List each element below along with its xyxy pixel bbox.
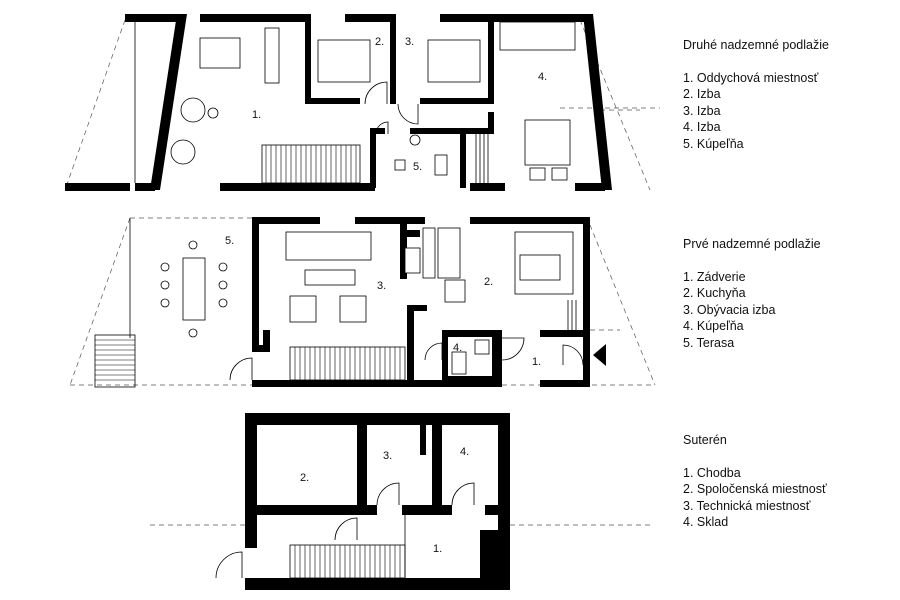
basement-plan bbox=[150, 413, 650, 590]
room-number-label: 5. bbox=[413, 161, 422, 173]
second-floor-room-labels: 1. 2. 3. 4. 5. bbox=[252, 36, 547, 173]
room-number-label: 4. bbox=[453, 342, 462, 354]
room-list-item: 4. Kúpeľňa bbox=[683, 319, 744, 333]
room-list-item: 4. Sklad bbox=[683, 515, 729, 529]
room-list-item: 5. Terasa bbox=[683, 335, 735, 350]
room-list: 1. Chodba 2. Spoločenská miestnosť 3. Te… bbox=[683, 465, 827, 531]
room-number-label: 4. bbox=[538, 71, 547, 83]
room-number-label: 2. bbox=[300, 472, 309, 484]
second-floor-legend: Druhé nadzemné podlažie 1. Oddychová mie… bbox=[683, 37, 829, 152]
room-list: 1. Oddychová miestnosť 2. Izba 3. Izba 4… bbox=[683, 70, 829, 153]
room-list-item: 3. Technická miestnosť bbox=[683, 498, 811, 513]
room-list-item: 5. Kúpeľňa bbox=[683, 136, 744, 151]
legend-title: Druhé nadzemné podlažie bbox=[683, 38, 829, 52]
room-number-label: 1. bbox=[252, 109, 261, 121]
legend-title: Suterén bbox=[683, 433, 727, 447]
room-list-item: 4. Izba bbox=[683, 120, 721, 134]
room-number-label: 3. bbox=[405, 36, 414, 48]
first-floor-room-labels: 1. 2. 3. 4. 5. bbox=[225, 235, 541, 368]
legend-title: Prvé nadzemné podlažie bbox=[683, 237, 821, 251]
second-floor-plan bbox=[64, 14, 660, 191]
room-list-item: 1. Zádverie bbox=[683, 269, 746, 284]
room-list-item: 3. Obývacia izba bbox=[683, 302, 776, 317]
room-list-item: 2. Kuchyňa bbox=[683, 286, 746, 300]
room-list-item: 1. Chodba bbox=[683, 465, 741, 480]
first-floor-legend: Prvé nadzemné podlažie 1. Zádverie 2. Ku… bbox=[683, 236, 821, 351]
room-number-label: 4. bbox=[460, 446, 469, 458]
basement-room-labels: 1. 2. 3. 4. bbox=[300, 446, 469, 555]
room-number-label: 2. bbox=[484, 276, 493, 288]
room-number-label: 5. bbox=[225, 235, 234, 247]
first-floor-plan bbox=[69, 217, 656, 388]
room-list-item: 2. Izba bbox=[683, 87, 721, 101]
room-list-item: 3. Izba bbox=[683, 103, 721, 118]
room-number-label: 1. bbox=[532, 356, 541, 368]
room-number-label: 2. bbox=[375, 36, 384, 48]
room-number-label: 1. bbox=[433, 543, 442, 555]
room-list: 1. Zádverie 2. Kuchyňa 3. Obývacia izba … bbox=[683, 269, 821, 352]
room-list-item: 2. Spoločenská miestnosť bbox=[683, 482, 827, 496]
basement-legend: Suterén 1. Chodba 2. Spoločenská miestno… bbox=[683, 432, 827, 531]
room-number-label: 3. bbox=[377, 280, 386, 292]
room-list-item: 1. Oddychová miestnosť bbox=[683, 70, 819, 85]
room-number-label: 3. bbox=[383, 450, 392, 462]
